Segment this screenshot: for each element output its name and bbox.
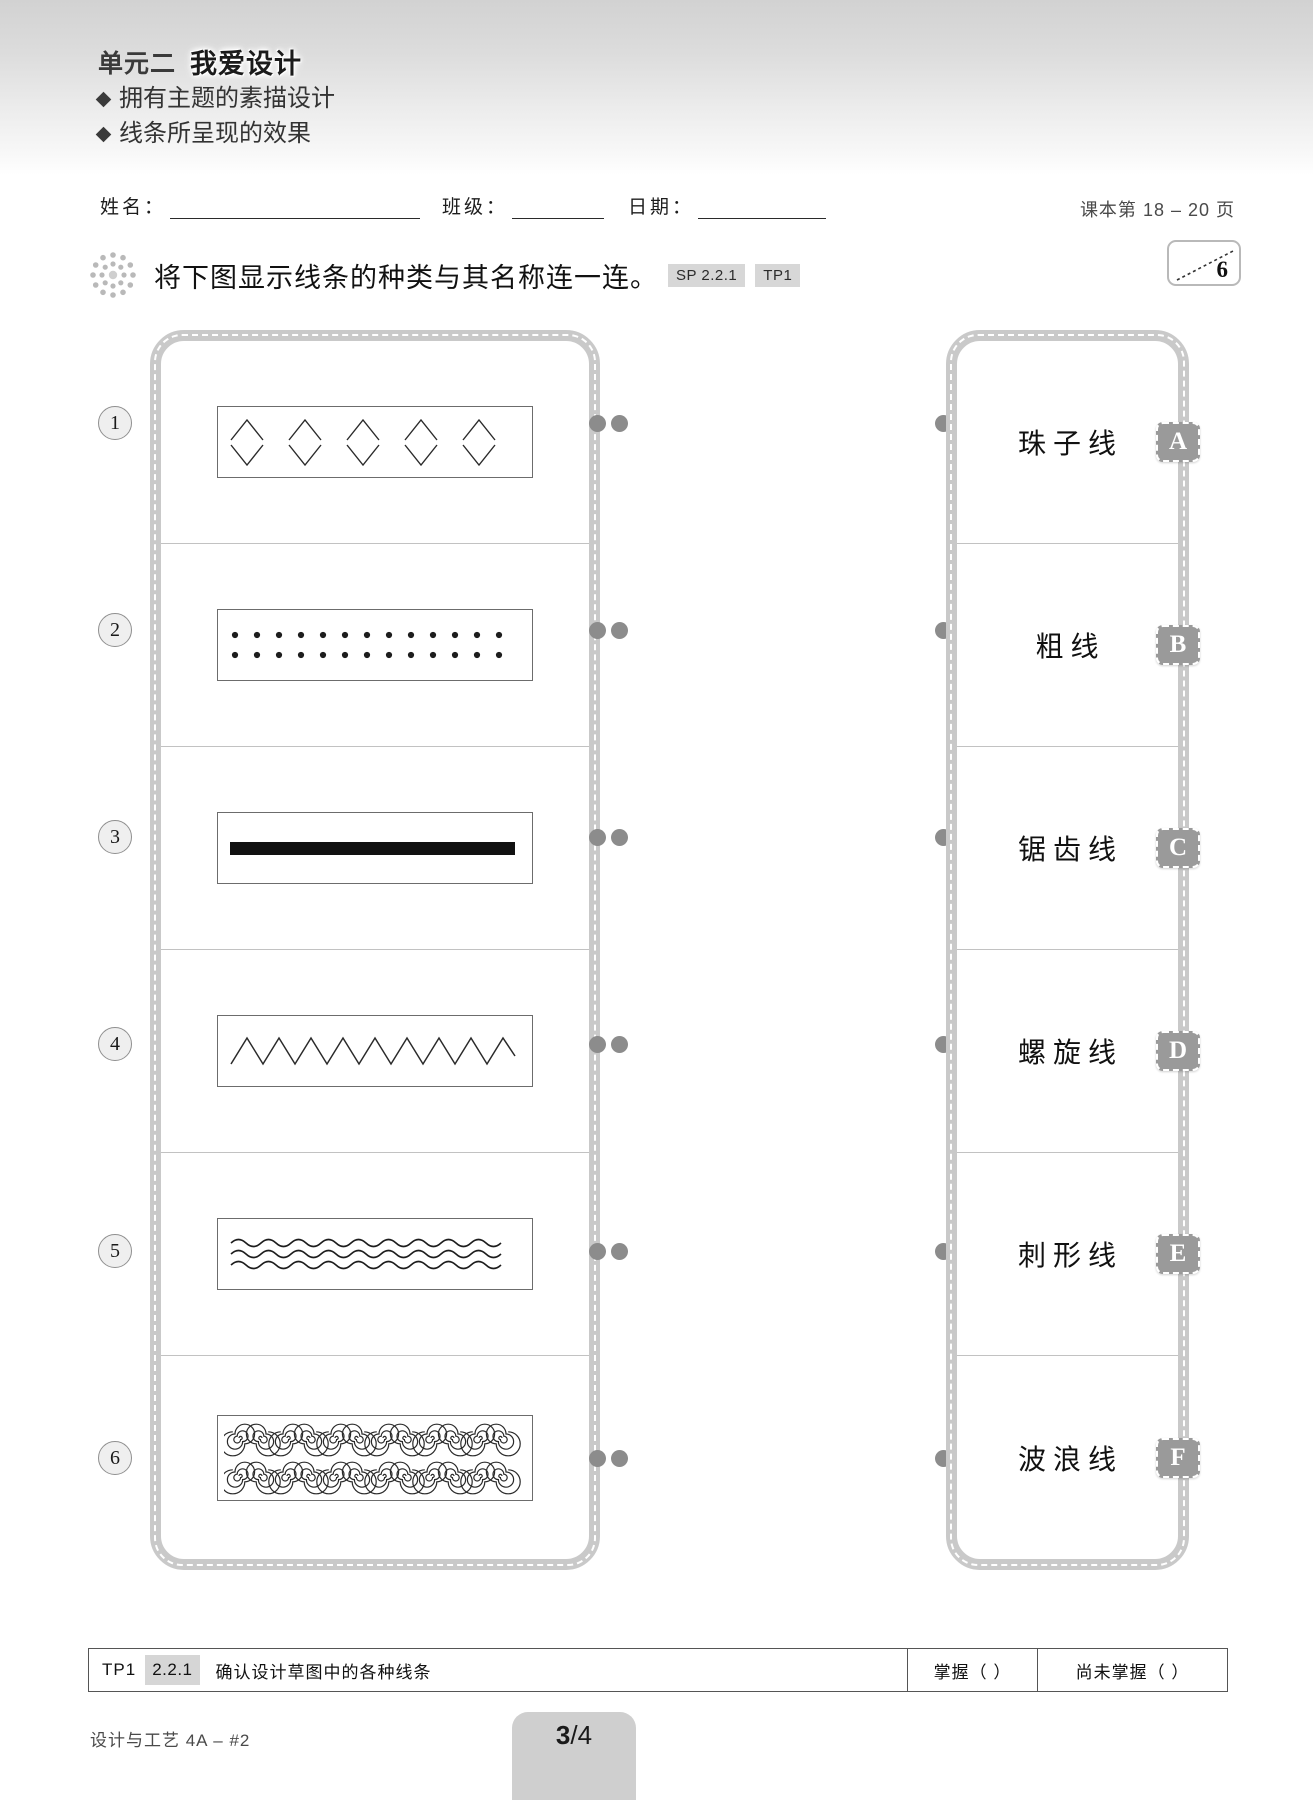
diamond-bullet-icon (95, 126, 112, 142)
unit-heading: 单元二 我爱设计 (98, 42, 302, 81)
page-current: 3 (555, 1720, 571, 1750)
right-cell-b[interactable]: 粗线 B (957, 544, 1200, 747)
pattern-box-zigzag (217, 1015, 533, 1087)
left-cell-3[interactable] (161, 747, 589, 950)
connector-dot-left-5b[interactable] (611, 1243, 628, 1260)
item-number-4: 4 (98, 1027, 132, 1061)
score-slash-icon (1176, 249, 1236, 281)
item-number-6: 6 (98, 1441, 132, 1475)
flower-dots-icon (86, 248, 140, 302)
right-label-frame: 珠子线 A 粗线 B 锯齿线 C 螺旋线 D 刺形线 E 波浪线 F (946, 330, 1200, 1570)
connector-dot-left-4b[interactable] (611, 1036, 628, 1053)
date-input-line[interactable] (698, 202, 827, 219)
class-input-line[interactable] (512, 202, 605, 219)
page-number: 3/4 (556, 1720, 592, 1751)
assessment-tp: TP1 (102, 1660, 137, 1679)
header-band (0, 0, 1313, 175)
mastered-checkbox[interactable]: 掌握（ ） (907, 1649, 1037, 1691)
pattern-box-bead-dots (217, 609, 533, 681)
name-input-line[interactable] (170, 202, 421, 219)
left-cell-4[interactable] (161, 950, 589, 1153)
line-name-label-f: 波浪线 (1017, 1444, 1123, 1476)
connector-dot-left-3b[interactable] (611, 829, 628, 846)
score-total: 6 (1216, 257, 1229, 282)
pattern-box-chevron-spike (217, 406, 533, 478)
item-number-1: 1 (98, 406, 132, 440)
left-cell-6[interactable] (161, 1356, 589, 1559)
right-cell-a[interactable]: 珠子线 A (957, 341, 1200, 544)
not-mastered-checkbox[interactable]: 尚未掌握（ ） (1037, 1649, 1227, 1691)
item-number-3: 3 (98, 820, 132, 854)
option-tag-e: E (1156, 1234, 1200, 1274)
pattern-box-wavy (217, 1218, 533, 1290)
name-label: 姓名： (100, 197, 167, 218)
page-total: 4 (577, 1720, 593, 1750)
instruction-text: 将下图显示线条的种类与其名称连一连。 (154, 262, 658, 293)
line-name-label-b: 粗线 (1035, 632, 1106, 663)
connector-dot-left-3[interactable] (589, 829, 606, 846)
unit-number: 单元二 (98, 49, 177, 78)
unit-title: 我爱设计 (190, 49, 303, 79)
objective-item: 线条所呈现的效果 (95, 117, 335, 152)
right-cell-list: 珠子线 A 粗线 B 锯齿线 C 螺旋线 D 刺形线 E 波浪线 F (957, 341, 1200, 1559)
score-box[interactable]: 6 (1167, 240, 1241, 286)
right-cell-e[interactable]: 刺形线 E (957, 1153, 1200, 1356)
line-name-label-a: 珠子线 (1017, 429, 1123, 460)
student-info-row: 姓名： 班级： 日期： (100, 192, 827, 219)
connector-dot-left-2[interactable] (589, 622, 606, 639)
objective-text: 拥有主题的素描设计 (119, 85, 335, 112)
standard-badge-sp: SP 2.2.1 (668, 263, 746, 287)
connector-dot-left-6[interactable] (589, 1450, 606, 1467)
connector-dot-left-1b[interactable] (611, 415, 628, 432)
assessment-description: 确认设计草图中的各种线条 (215, 1662, 432, 1682)
diamond-bullet-icon (95, 91, 112, 108)
left-cell-5[interactable] (161, 1153, 589, 1356)
option-tag-b: B (1156, 625, 1200, 665)
connector-dot-left-4[interactable] (589, 1036, 606, 1053)
matching-exercise: 1 2 3 4 5 6 (0, 320, 1313, 1620)
connector-dot-left-5[interactable] (589, 1243, 606, 1260)
right-cell-d[interactable]: 螺旋线 D (957, 950, 1200, 1153)
right-cell-f[interactable]: 波浪线 F (957, 1356, 1200, 1559)
connector-dot-left-2b[interactable] (611, 622, 628, 639)
class-label: 班级： (442, 197, 509, 218)
left-cell-1[interactable] (161, 341, 589, 544)
objective-text: 线条所呈现的效果 (119, 119, 311, 147)
option-tag-f: F (1156, 1437, 1200, 1478)
assessment-code: 2.2.1 (145, 1655, 200, 1685)
pattern-box-thick-bar (217, 812, 533, 884)
pattern-box-spiral (217, 1414, 533, 1501)
objective-list: 拥有主题的素描设计 线条所呈现的效果 (95, 82, 335, 152)
option-tag-c: C (1156, 828, 1200, 868)
line-name-label-e: 刺形线 (1017, 1241, 1123, 1272)
assessment-table: TP1 2.2.1 确认设计草图中的各种线条 掌握（ ） 尚未掌握（ ） (88, 1648, 1228, 1692)
left-cell-2[interactable] (161, 544, 589, 747)
right-cell-c[interactable]: 锯齿线 C (957, 747, 1200, 950)
line-name-label-d: 螺旋线 (1017, 1038, 1123, 1069)
option-tag-a: A (1156, 422, 1200, 462)
objective-item: 拥有主题的素描设计 (95, 82, 335, 117)
left-pattern-frame (150, 330, 600, 1570)
option-tag-d: D (1156, 1031, 1200, 1071)
connector-dot-left-1[interactable] (589, 415, 606, 432)
item-number-2: 2 (98, 613, 132, 647)
item-number-5: 5 (98, 1234, 132, 1268)
page-number-tab: 3/4 (512, 1712, 636, 1800)
left-cell-list (161, 341, 589, 1559)
standard-badge-tp: TP1 (755, 263, 801, 287)
date-label: 日期： (628, 197, 695, 218)
document-id: 设计与工艺 4A – #2 (90, 1731, 251, 1750)
line-name-label-c: 锯齿线 (1017, 835, 1123, 866)
textbook-reference: 课本第 18 – 20 页 (1079, 200, 1235, 220)
page-separator: / (570, 1720, 578, 1750)
instruction-row: 将下图显示线条的种类与其名称连一连。 SP 2.2.1 TP1 (86, 248, 1226, 302)
connector-dot-left-6b[interactable] (611, 1450, 628, 1467)
